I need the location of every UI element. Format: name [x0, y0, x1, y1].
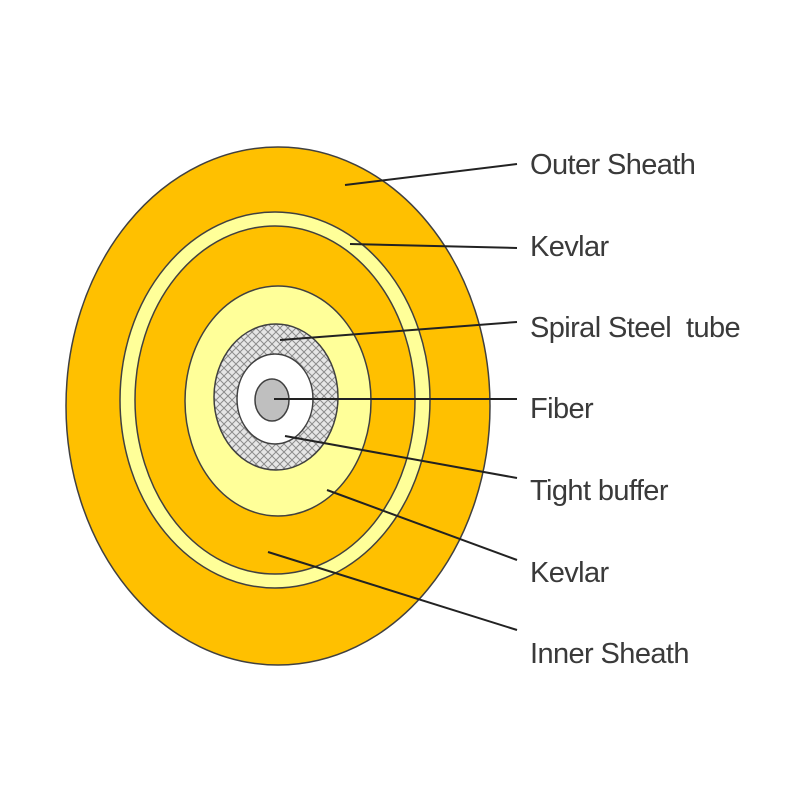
leader-line-outer-sheath — [344, 163, 518, 186]
label-outer-sheath: Outer Sheath — [530, 149, 695, 181]
label-tight-buffer: Tight buffer — [530, 475, 669, 507]
leader-line-spiral-steel-tube — [279, 321, 518, 341]
label-fiber: Fiber — [530, 393, 594, 425]
leader-line-kevlar-inner — [326, 489, 518, 561]
label-spiral-steel-tube: Spiral Steel tube — [530, 312, 740, 344]
label-kevlar-outer: Kevlar — [530, 231, 610, 263]
leader-line-tight-buffer — [284, 435, 518, 479]
leader-line-inner-sheath — [267, 551, 518, 631]
label-kevlar-inner: Kevlar — [530, 557, 610, 589]
leader-line-kevlar-outer — [349, 243, 518, 249]
label-inner-sheath: Inner Sheath — [530, 638, 689, 670]
